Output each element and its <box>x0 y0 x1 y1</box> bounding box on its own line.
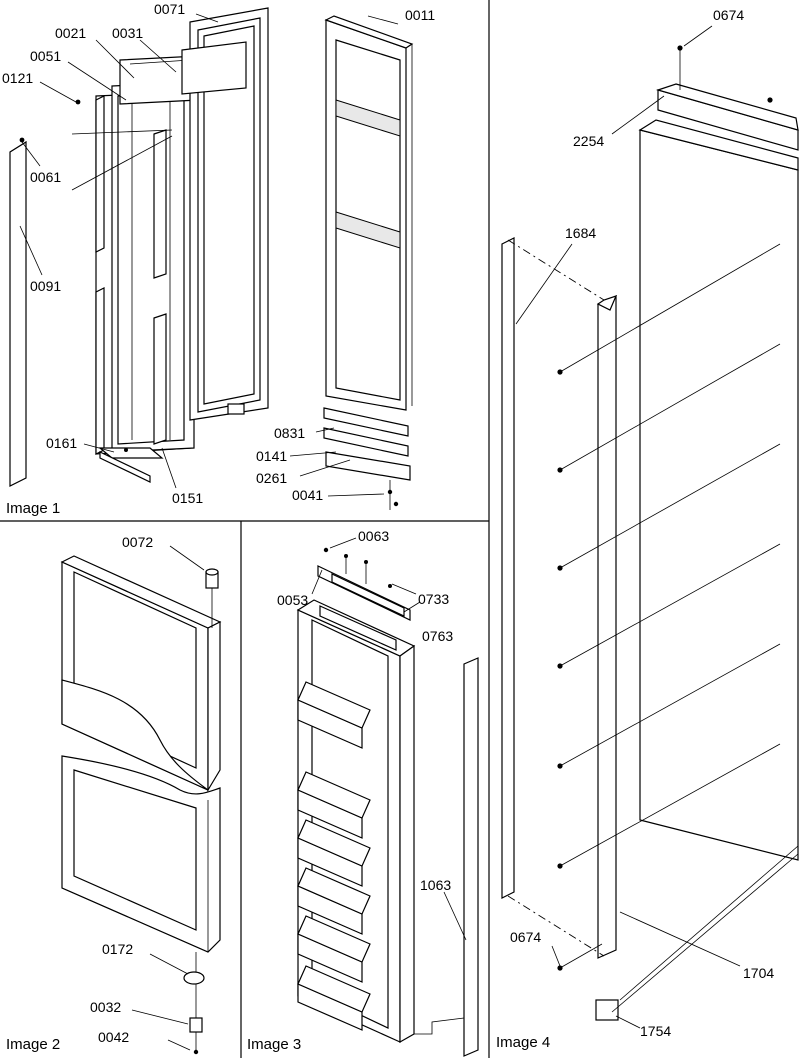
callout-0041: 0041 <box>292 487 323 503</box>
callout-0071: 0071 <box>154 1 185 17</box>
part-hinge-0072 <box>205 568 219 628</box>
panel-dividers <box>0 0 490 1058</box>
callout-0011: 0011 <box>405 7 435 23</box>
panel-2-leaders <box>131 545 205 1051</box>
callout-0261: 0261 <box>256 470 287 486</box>
callout-0151: 0151 <box>172 490 203 506</box>
panel-4-title: Image 4 <box>496 1034 550 1051</box>
part-gasket-0071 <box>181 7 269 421</box>
part-shelves <box>297 681 371 1031</box>
panel-3-leaders <box>311 537 467 941</box>
callout-1684: 1684 <box>565 225 596 241</box>
callout-2254: 2254 <box>573 133 604 149</box>
panel-4-leaders <box>515 25 741 1029</box>
shelf-3 <box>297 819 371 887</box>
part-strip-1063 <box>414 657 479 1057</box>
callout-1063: 1063 <box>420 877 451 893</box>
panel-3-labels: 0063 0053 0733 0763 1063 <box>277 528 453 893</box>
callout-0674-top: 0674 <box>713 7 744 23</box>
part-liner-0021 <box>95 55 199 455</box>
panel-3: 0063 0053 0733 0763 1063 Image 3 <box>247 528 479 1057</box>
callout-0091: 0091 <box>30 278 61 294</box>
panel-2: 0072 0172 0032 0042 Image 2 <box>6 534 222 1055</box>
panel-1-labels: 0071 0011 0021 0031 0051 0121 0061 0091 … <box>2 1 435 506</box>
part-top-cap <box>317 547 411 621</box>
screw-0121 <box>75 99 81 105</box>
callout-0032: 0032 <box>90 999 121 1015</box>
panel-4-assembly-lines <box>507 239 799 1013</box>
panel-4-labels: 0674 2254 1684 0674 1704 1754 <box>510 7 774 1039</box>
callout-1704: 1704 <box>743 965 774 981</box>
part-outer-door-0011 <box>324 15 414 411</box>
panel-4: 0674 2254 1684 0674 1704 1754 Image 4 <box>496 7 799 1051</box>
callout-0172: 0172 <box>102 941 133 957</box>
callout-0121: 0121 <box>2 70 33 86</box>
callout-0763: 0763 <box>422 628 453 644</box>
panel-1-title: Image 1 <box>6 500 60 517</box>
shelf-5 <box>297 915 371 983</box>
shelf-6 <box>297 965 371 1031</box>
panel-3-title: Image 3 <box>247 1036 301 1053</box>
part-trim-1684 <box>501 237 515 899</box>
part-trim-1704 <box>595 295 619 1021</box>
part-cap-2254 <box>655 45 799 151</box>
callout-0063: 0063 <box>358 528 389 544</box>
screw-0061 <box>19 137 25 143</box>
callout-0072: 0072 <box>122 534 153 550</box>
part-hinge-0172 <box>183 952 205 1055</box>
callout-1754: 1754 <box>640 1023 671 1039</box>
part-back-panel <box>638 119 799 861</box>
callout-0053: 0053 <box>277 592 308 608</box>
panel-2-title: Image 2 <box>6 1036 60 1053</box>
callout-0042: 0042 <box>98 1029 129 1045</box>
shelf-1 <box>297 681 371 749</box>
screw-0161 <box>124 448 128 452</box>
panel-4-screws <box>557 369 563 971</box>
callout-0831: 0831 <box>274 425 305 441</box>
shelf-4 <box>297 867 371 935</box>
callout-0031: 0031 <box>112 25 143 41</box>
callout-0674-bottom: 0674 <box>510 929 541 945</box>
callout-0141: 0141 <box>256 448 287 464</box>
callout-0733: 0733 <box>418 591 449 607</box>
panel-1: 0071 0011 0021 0031 0051 0121 0061 0091 … <box>2 1 435 517</box>
part-strip-0161 <box>98 447 164 483</box>
callout-0161: 0161 <box>46 435 77 451</box>
callout-0051: 0051 <box>30 48 61 64</box>
part-door-top <box>60 555 222 793</box>
shelf-2 <box>297 771 371 839</box>
panel-1-leaders <box>19 13 399 497</box>
part-door-bottom <box>61 755 221 953</box>
callout-0021: 0021 <box>55 25 86 41</box>
callout-0061: 0061 <box>30 169 61 185</box>
panel-2-labels: 0072 0172 0032 0042 <box>90 534 153 1045</box>
part-hinge-assembly <box>323 407 411 510</box>
part-strip-0091 <box>9 140 27 487</box>
